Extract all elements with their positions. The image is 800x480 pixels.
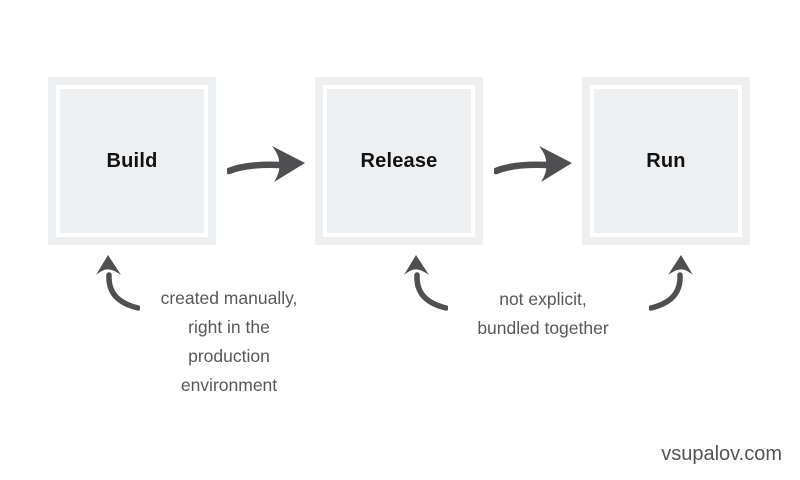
curved-up-arrow-icon [94,253,140,311]
annotation-line: right in the [188,317,270,337]
curved-up-arrow-icon-mirrored [649,253,695,311]
stage-label-build: Build [106,149,158,172]
stage-box-build: Build [48,77,216,245]
stage-box-release: Release [315,77,483,245]
watermark-text: vsupalov.com [661,443,782,465]
stage-label-release: Release [360,149,438,172]
annotation-line: created manually, [160,288,298,308]
curved-up-arrow-icon [402,253,448,311]
stage-box-inner-frame [590,85,742,237]
stage-label-run: Run [646,149,686,172]
stage-box-inner-frame [56,85,208,237]
annotation-line: bundled together [477,318,609,338]
stage-box-inner-frame [323,85,475,237]
annotation-release-run: not explicit, bundled together [393,285,693,343]
arrow-right-icon [494,140,574,188]
stage-box-run: Run [582,77,750,245]
annotation-line: production [188,346,270,366]
annotation-line: environment [180,375,278,395]
annotation-build: created manually, right in the productio… [79,284,379,400]
arrow-right-icon [227,140,307,188]
annotation-line: not explicit, [499,289,587,309]
